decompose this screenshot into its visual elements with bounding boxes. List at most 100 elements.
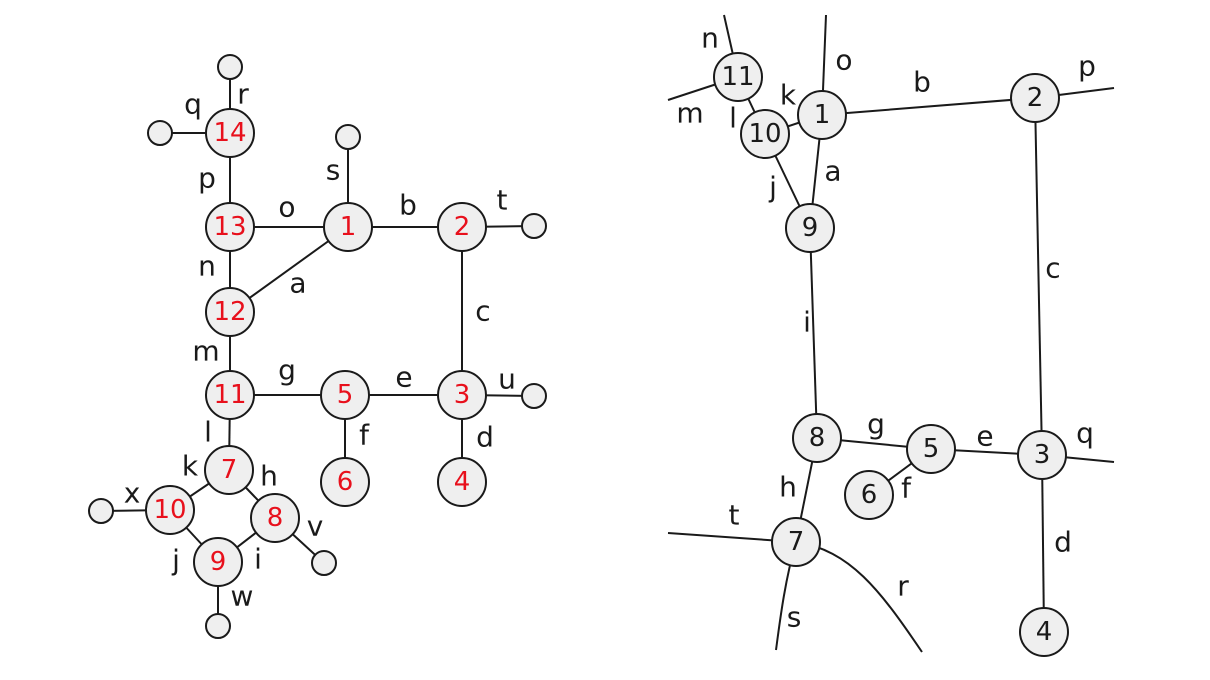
node-circle-3 xyxy=(437,370,487,420)
node-label-9: 9 xyxy=(802,213,819,243)
node-circle-10 xyxy=(740,109,790,159)
edge-label-v: v xyxy=(307,510,324,543)
edge-label-b: b xyxy=(399,189,417,222)
node-circle-7 xyxy=(771,517,821,567)
node-label-14: 14 xyxy=(213,118,246,148)
node-label-9: 9 xyxy=(210,547,227,577)
edge-b xyxy=(821,97,1036,116)
edge-label-n: n xyxy=(198,250,216,283)
edge-label-o: o xyxy=(278,191,295,224)
node-label-2: 2 xyxy=(454,212,471,242)
edge-label-r: r xyxy=(237,78,249,111)
edge-label-g: g xyxy=(867,408,885,441)
edge-label-p: p xyxy=(1078,50,1096,83)
edge-label-d: d xyxy=(1054,526,1072,559)
edge-label-c: c xyxy=(1045,252,1060,285)
edge-i xyxy=(809,227,818,439)
node-circle-11 xyxy=(205,370,255,420)
node-label-8: 8 xyxy=(267,503,284,533)
node-circle-8 xyxy=(792,413,842,463)
node-label-13: 13 xyxy=(213,212,246,242)
edge-label-f: f xyxy=(901,472,912,505)
node-label-3: 3 xyxy=(454,380,471,410)
node-label-10: 10 xyxy=(748,119,781,149)
terminal-node xyxy=(217,54,243,80)
edge-label-m: m xyxy=(192,335,219,368)
node-label-7: 7 xyxy=(221,455,238,485)
terminal-node xyxy=(205,613,231,639)
node-label-6: 6 xyxy=(861,480,878,510)
node-circle-5 xyxy=(320,370,370,420)
terminal-node xyxy=(335,124,361,150)
edge-label-k: k xyxy=(780,79,797,112)
edge-label-d: d xyxy=(476,421,494,454)
node-label-7: 7 xyxy=(788,527,805,557)
node-label-10: 10 xyxy=(153,495,186,525)
edge-label-i: i xyxy=(803,306,811,339)
edge-label-j: j xyxy=(171,544,180,577)
node-circle-3 xyxy=(1017,430,1067,480)
edge-label-w: w xyxy=(231,580,254,613)
node-circle-8 xyxy=(250,493,300,543)
terminal-node xyxy=(88,498,114,524)
node-circle-6 xyxy=(320,457,370,507)
terminal-node xyxy=(521,383,547,409)
edge-label-e: e xyxy=(395,361,412,394)
node-circle-2 xyxy=(437,202,487,252)
node-circle-4 xyxy=(1019,607,1069,657)
node-circle-10 xyxy=(145,485,195,535)
edge-label-i: i xyxy=(254,543,262,576)
node-label-11: 11 xyxy=(721,62,754,92)
node-label-1: 1 xyxy=(814,100,831,130)
node-circle-14 xyxy=(205,108,255,158)
edge-label-t: t xyxy=(497,184,508,217)
node-circle-7 xyxy=(204,445,254,495)
edge-label-l: l xyxy=(729,102,737,135)
edge-label-p: p xyxy=(198,162,216,195)
edge-c xyxy=(1034,97,1043,456)
node-label-5: 5 xyxy=(337,380,354,410)
node-label-8: 8 xyxy=(809,423,826,453)
node-label-12: 12 xyxy=(213,297,246,327)
edge-label-s: s xyxy=(326,154,341,187)
edge-label-q: q xyxy=(1076,417,1094,450)
node-circle-9 xyxy=(193,537,243,587)
edge-label-t: t xyxy=(729,499,740,532)
edge-label-a: a xyxy=(289,267,306,300)
node-circle-1 xyxy=(323,202,373,252)
edge-label-b: b xyxy=(913,66,931,99)
node-label-2: 2 xyxy=(1027,83,1044,113)
edge-label-q: q xyxy=(184,88,202,121)
terminal-node xyxy=(147,120,173,146)
node-label-6: 6 xyxy=(337,467,354,497)
edge-label-h: h xyxy=(779,471,797,504)
node-label-5: 5 xyxy=(923,434,940,464)
node-circle-2 xyxy=(1010,73,1060,123)
node-circle-5 xyxy=(906,424,956,474)
edge-label-s: s xyxy=(787,601,802,634)
edge-label-o: o xyxy=(835,44,852,77)
edge-label-h: h xyxy=(260,460,278,493)
edge-label-c: c xyxy=(475,295,490,328)
terminal-node xyxy=(311,550,337,576)
node-circle-11 xyxy=(713,52,763,102)
node-label-3: 3 xyxy=(1034,440,1051,470)
edge-label-r: r xyxy=(897,570,909,603)
edge-label-f: f xyxy=(359,419,370,452)
edge-label-k: k xyxy=(182,450,199,483)
edge-label-j: j xyxy=(768,171,777,204)
edge-label-e: e xyxy=(976,420,993,453)
edge-label-n: n xyxy=(701,22,719,55)
edge-label-g: g xyxy=(278,354,296,387)
node-circle-4 xyxy=(437,457,487,507)
node-label-4: 4 xyxy=(454,467,471,497)
edge-label-l: l xyxy=(204,416,212,449)
node-label-11: 11 xyxy=(213,380,246,410)
edge-d xyxy=(1041,454,1045,633)
node-circle-12 xyxy=(205,287,255,337)
terminal-node xyxy=(521,213,547,239)
node-circle-6 xyxy=(844,470,894,520)
edge-label-u: u xyxy=(498,363,516,396)
edge-label-x: x xyxy=(124,477,141,510)
